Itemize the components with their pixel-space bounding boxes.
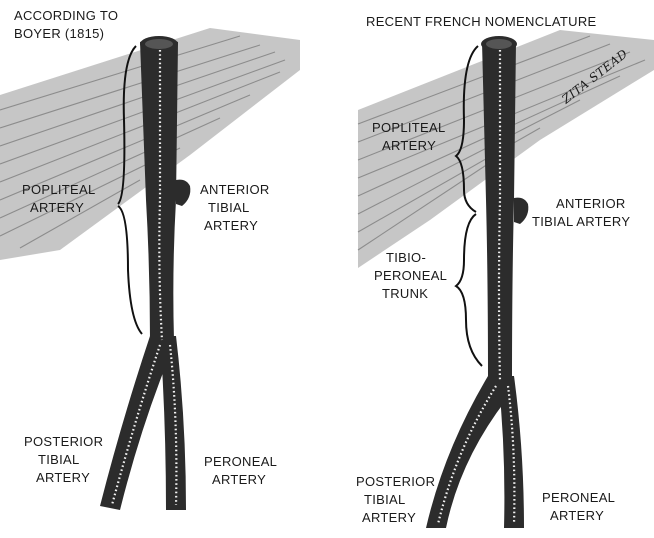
- right-popliteal-line2: ARTERY: [382, 138, 436, 153]
- right-popliteal-line1: POPLITEAL: [372, 120, 446, 135]
- left-posterior-line1: POSTERIOR: [24, 434, 103, 449]
- left-anterior-line3: ARTERY: [204, 218, 258, 233]
- right-posterior-line3: ARTERY: [362, 510, 416, 525]
- right-posterior-tibial-vessel: [426, 376, 512, 528]
- right-anterior-line1: ANTERIOR: [556, 196, 626, 211]
- right-peroneal-line1: PERONEAL: [542, 490, 615, 505]
- left-anterior-line1: ANTERIOR: [200, 182, 270, 197]
- right-header: RECENT FRENCH NOMENCLATURE: [366, 14, 597, 29]
- right-trunk-line3: TRUNK: [382, 286, 428, 301]
- left-anterior-tibial-stub: [176, 180, 190, 206]
- left-posterior-line2: TIBIAL: [38, 452, 80, 467]
- right-brace-trunk: [456, 214, 482, 366]
- right-panel: RECENT FRENCH NOMENCLATURE POPLITEAL ART…: [356, 14, 654, 528]
- right-anterior-tibial-stub: [514, 198, 528, 224]
- left-popliteal-line2: ARTERY: [30, 200, 84, 215]
- left-brace-lower: [118, 206, 142, 334]
- left-peroneal-line1: PERONEAL: [204, 454, 277, 469]
- right-peroneal-vessel: [498, 376, 524, 528]
- right-posterior-line2: TIBIAL: [364, 492, 406, 507]
- right-trunk-line2: PERONEAL: [374, 268, 447, 283]
- left-panel: ACCORDING TO BOYER (1815) POPLITEAL ARTE…: [0, 8, 300, 510]
- left-header-line2: BOYER (1815): [14, 26, 104, 41]
- left-peroneal-line2: ARTERY: [212, 472, 266, 487]
- left-header-line1: ACCORDING TO: [14, 8, 118, 23]
- left-popliteal-line1: POPLITEAL: [22, 182, 96, 197]
- right-peroneal-line2: ARTERY: [550, 508, 604, 523]
- left-anterior-line2: TIBIAL: [208, 200, 250, 215]
- left-posterior-line3: ARTERY: [36, 470, 90, 485]
- right-posterior-line1: POSTERIOR: [356, 474, 435, 489]
- right-anterior-line2: TIBIAL ARTERY: [532, 214, 630, 229]
- left-peroneal-vessel: [160, 336, 186, 510]
- right-trunk-line1: TIBIO-: [386, 250, 426, 265]
